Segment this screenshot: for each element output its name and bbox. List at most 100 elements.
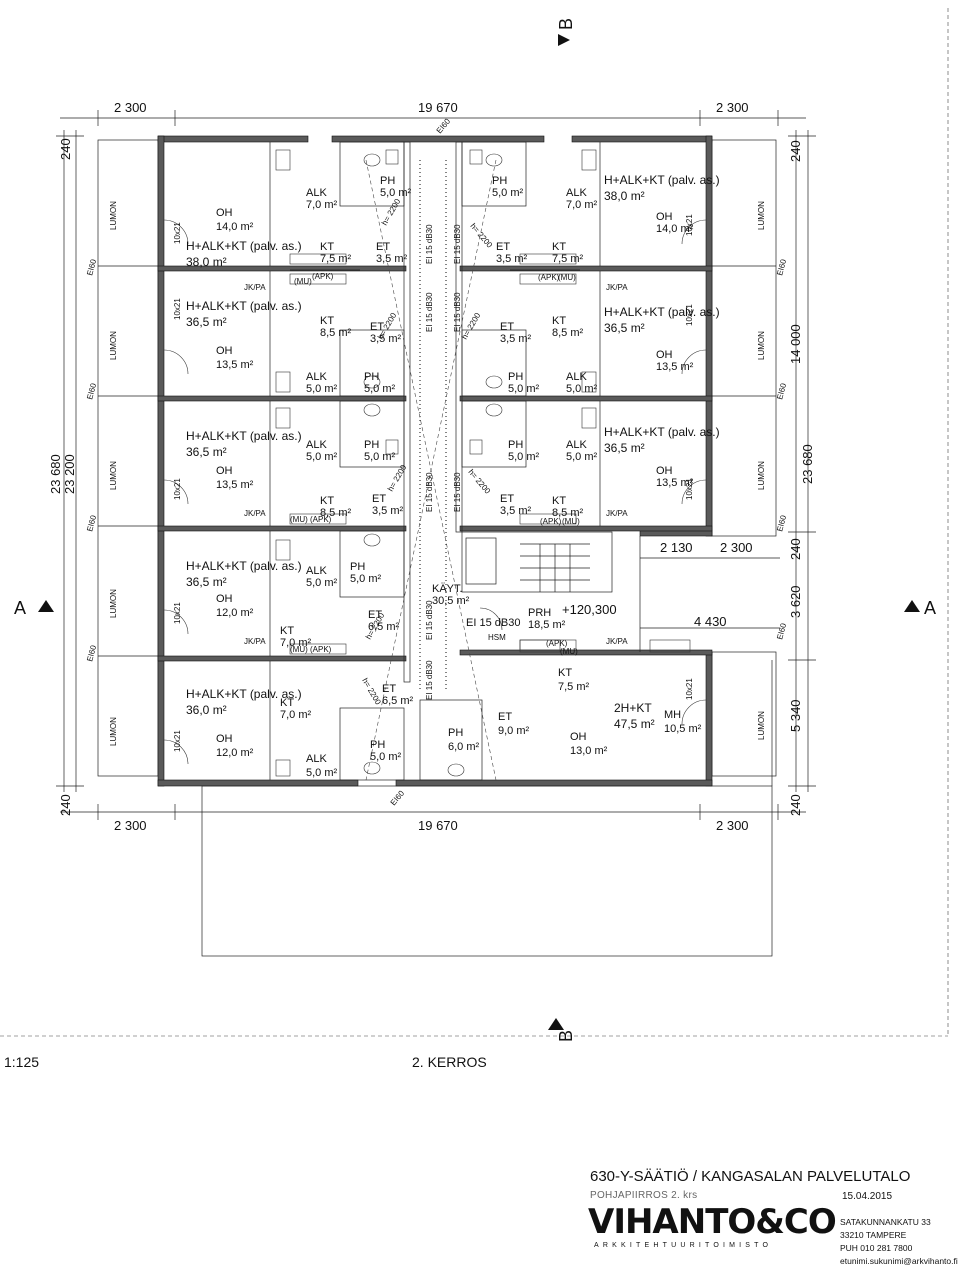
- dim-top-right: 2 300: [716, 100, 749, 115]
- room-alk-label: ALK: [306, 753, 327, 765]
- exterior-walls: [157, 135, 713, 787]
- room-ph-area: 5,0 m²: [364, 383, 396, 395]
- room-oh-area: 13,5 m²: [216, 479, 254, 491]
- apartment-area: 36,5 m²: [186, 575, 227, 589]
- room-kt-label: KT: [320, 241, 334, 253]
- room-kt-label: KT: [280, 625, 294, 637]
- ei15-label: EI 15 dB30: [425, 660, 434, 700]
- dim-4430: 4 430: [694, 614, 727, 629]
- room-alk-area: 5,0 m²: [306, 767, 338, 779]
- room-alk-area: 5,0 m²: [566, 383, 598, 395]
- room-alk-area: 5,0 m²: [306, 577, 338, 589]
- room-oh-area: 14,0 m²: [656, 223, 694, 235]
- room-et-area: 3,5 m²: [500, 505, 532, 517]
- staircase: [461, 531, 613, 593]
- room-kt-label: KT: [320, 315, 334, 327]
- apartment-area: 36,5 m²: [604, 441, 645, 455]
- room-kt-area: 8,5 m²: [320, 507, 352, 519]
- lumon-label: LUMON: [109, 589, 118, 618]
- ceiling-height-label: h= 2200: [468, 222, 494, 251]
- room-kt-area: 7,0 m²: [280, 637, 312, 649]
- apartment-type-label: H+ALK+KT (palv. as.): [186, 299, 302, 313]
- room-ph-label: PH: [448, 727, 463, 739]
- jkpa-label: JK/PA: [244, 283, 266, 292]
- room-oh-label: OH: [656, 465, 673, 477]
- door-size-label: 10x21: [685, 304, 694, 326]
- lumon-label: LUMON: [757, 461, 766, 490]
- room-alk-label: ALK: [566, 439, 587, 451]
- apartment-type-label: 2H+KT: [614, 701, 652, 715]
- mu-label: (MU): [290, 645, 308, 654]
- room-et-area: 9,0 m²: [498, 725, 530, 737]
- room-oh-label: OH: [216, 345, 233, 357]
- dim-2130: 2 130: [660, 540, 693, 555]
- room-oh-area: 12,0 m²: [216, 607, 254, 619]
- apk-label: (APK): [310, 645, 332, 654]
- room-kt-area: 8,5 m²: [552, 327, 584, 339]
- ei60-label: EI60: [435, 116, 453, 135]
- room-ph-label: PH: [370, 739, 385, 751]
- ei60-label: EI60: [85, 258, 98, 277]
- room-et-label: ET: [500, 321, 514, 333]
- room-kt-area: 8,5 m²: [552, 507, 584, 519]
- mu-label: (MU): [558, 273, 576, 282]
- section-a-right-label: A: [924, 598, 936, 618]
- room-kt-area: 7,5 m²: [320, 253, 352, 265]
- room-oh-area: 13,5 m²: [216, 359, 254, 371]
- dim-right-240-mid: 240: [788, 538, 803, 560]
- dim-left-23200: 23 200: [62, 454, 77, 494]
- ei60-label: EI60: [775, 514, 788, 533]
- apartment-area: 36,5 m²: [186, 445, 227, 459]
- room-kt-area: 7,5 m²: [558, 681, 590, 693]
- ei15-label: EI 15 dB30: [453, 224, 462, 264]
- dim-right-5340: 5 340: [788, 699, 803, 732]
- room-et-label: ET: [376, 241, 390, 253]
- room-oh-area: 14,0 m²: [216, 221, 254, 233]
- room-et-area: 3,5 m²: [496, 253, 528, 265]
- apartment-type-label: H+ALK+KT (palv. as.): [604, 173, 720, 187]
- room-et-label: ET: [372, 493, 386, 505]
- room-ph-label: PH: [364, 439, 379, 451]
- section-b-top-arrow-icon: [558, 34, 570, 46]
- mu-label: (MU): [560, 647, 578, 656]
- terrace-outline: [201, 785, 773, 957]
- apartment-type-label: H+ALK+KT (palv. as.): [604, 425, 720, 439]
- room-ph-label: PH: [508, 439, 523, 451]
- ei15-label: EI 15 dB30: [425, 292, 434, 332]
- room-oh-label: OH: [656, 211, 673, 223]
- door-size-label: 10x21: [173, 602, 182, 624]
- mu-label: (MU): [562, 517, 580, 526]
- section-a-left-label: A: [14, 598, 26, 618]
- room-kt-label: KT: [552, 495, 566, 507]
- door-size-label: 10x21: [685, 678, 694, 700]
- dim-left-240-bottom: 240: [58, 794, 73, 816]
- room-et-label: ET: [498, 711, 512, 723]
- ceiling-height-label: h= 2200: [380, 197, 403, 227]
- apartment-type-label: H+ALK+KT (palv. as.): [604, 305, 720, 319]
- dim-top-center: 19 670: [418, 100, 458, 115]
- room-kt-label: KT: [552, 241, 566, 253]
- sanitary-fixtures: [275, 149, 691, 777]
- ei15-label: EI 15 dB30: [425, 600, 434, 640]
- address-line-2: 33210 TAMPERE: [840, 1230, 907, 1240]
- jkpa-label: JK/PA: [244, 637, 266, 646]
- room-kt-area: 7,0 m²: [280, 709, 312, 721]
- room-alk-label: ALK: [566, 371, 587, 383]
- dim-bottom-center: 19 670: [418, 818, 458, 833]
- room-prh-label: PRH: [528, 607, 551, 619]
- section-b-top-label: B: [556, 18, 576, 30]
- room-alk-label: ALK: [306, 371, 327, 383]
- door-size-label: 10x21: [685, 214, 694, 236]
- room-ph-area: 5,0 m²: [350, 573, 382, 585]
- section-b-bottom-arrow-icon: [548, 1018, 564, 1030]
- apartment-type-label: H+ALK+KT (palv. as.): [186, 429, 302, 443]
- left-dimension-lines: [56, 130, 84, 792]
- room-ph-label: PH: [364, 371, 379, 383]
- room-ph-area: 5,0 m²: [370, 751, 402, 763]
- room-et-label: ET: [370, 321, 384, 333]
- lumon-label: LUMON: [109, 331, 118, 360]
- room-et-area: 6,5 m²: [382, 695, 414, 707]
- door-size-label: 10x21: [173, 222, 182, 244]
- mu-label: (MU): [294, 277, 312, 286]
- apk-label: (APK): [312, 272, 334, 281]
